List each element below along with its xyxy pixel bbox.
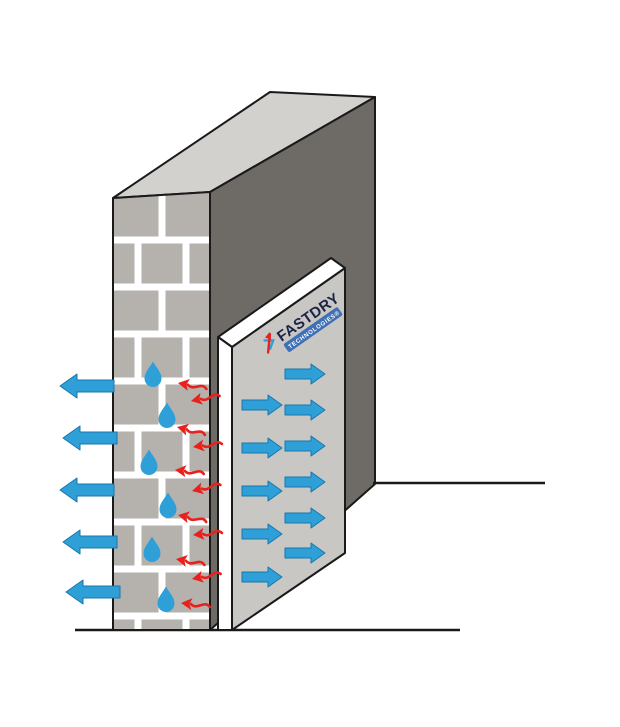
logo-red-arrowhead-icon (265, 331, 272, 340)
moisture-out-left-arrow-icon (59, 477, 115, 503)
brick-pattern (113, 194, 210, 630)
moisture-out-left-arrow-icon (65, 579, 121, 605)
logo-blue-chevron-icon (263, 339, 275, 350)
moisture-out-left-arrow-icon (62, 529, 118, 555)
moisture-out-left-arrow-icon (62, 425, 118, 451)
logo-sub-pill (283, 307, 343, 352)
moisture-out-left-arrow-icon (59, 373, 115, 399)
